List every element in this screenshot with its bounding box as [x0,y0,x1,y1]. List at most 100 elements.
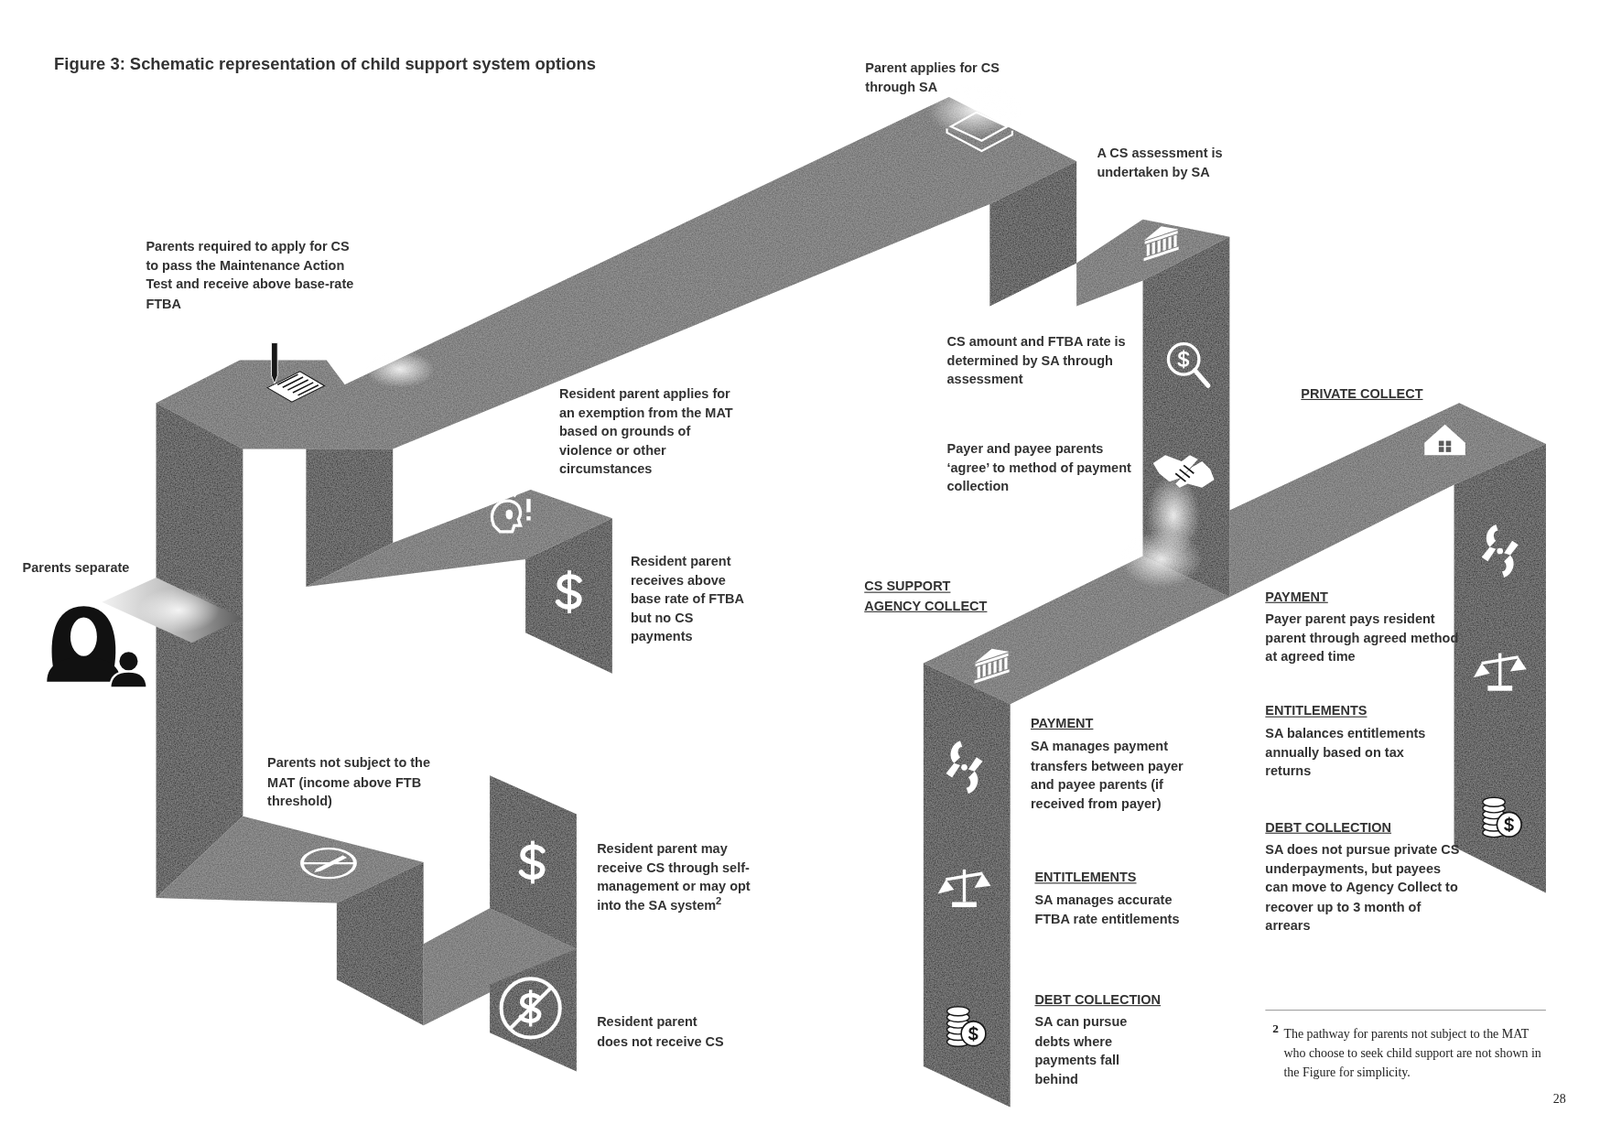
coin [1496,548,1503,555]
base [974,669,1010,684]
dollar-bar [1182,349,1185,368]
ribbon-wall [923,663,1011,1108]
coins-icon [947,1006,986,1047]
label-box: PRIVATE COLLECT [1300,384,1423,404]
label-text: Parent applies for CS through SA [864,60,1000,95]
handle [1194,370,1208,387]
coins-icon [1482,797,1522,837]
line [298,385,319,396]
lintel [975,652,1009,667]
magnifier-icon [1167,344,1208,387]
beam [945,873,983,880]
label-box: CS SUPPORT AGENCY COLLECT [864,577,1001,616]
coin [1482,797,1506,807]
window [1446,441,1452,447]
section-heading: CS SUPPORT AGENCY COLLECT [864,578,987,613]
column [1152,241,1156,255]
child-head [118,650,139,671]
label-text: Resident parent applies for an exemption… [559,385,734,476]
label-box: PAYMENT [1264,587,1328,607]
label-text: Resident parent receives above base rate… [630,552,744,644]
column [993,660,996,674]
pan [938,879,955,895]
ribbon-wall [489,949,577,1072]
scales-icon [938,869,992,908]
label-box: SA manages payment transfers between pay… [1030,737,1202,813]
face [505,509,513,520]
footnote-marker: 2 [715,895,722,907]
window [1438,446,1445,453]
label-text: Parents required to apply for CS to pass… [145,238,354,312]
payment-icon [945,740,983,794]
label-box: SA manages accurate FTBA rate entitlemen… [1034,890,1203,929]
section-heading: DEBT COLLECTION [1264,819,1392,835]
hand [966,771,979,795]
post [1498,652,1502,686]
label-box: ENTITLEMENTS [1264,702,1367,722]
no-dollar-icon [501,978,561,1038]
pen [313,855,347,873]
ribbon-wall [989,161,1077,306]
dollar-bar [530,841,535,885]
line [287,379,308,390]
arm [1503,540,1519,556]
label-text: A CS assessment is undertaken by SA [1096,144,1222,179]
label-box: Resident parent applies for an exemption… [559,384,736,479]
dollar-icon [520,841,542,885]
post [962,869,966,903]
label-text: CS amount and FTBA rate is determined by… [947,334,1126,388]
base [1144,247,1179,262]
label-box: Parents required to apply for CS to pass… [145,237,356,314]
payment-icon [1481,524,1519,578]
hand [951,740,963,764]
label-box: DEBT COLLECTION [1034,990,1161,1010]
dollar-bar [567,570,572,614]
ring [501,978,561,1038]
label-box: Parents separate [22,559,130,579]
beam [1481,657,1519,664]
spikes [501,490,518,498]
label-box: A CS assessment is undertaken by SA [1096,143,1250,182]
light-glow [927,83,1022,137]
label-box: SA does not pursue private CS underpayme… [1264,841,1461,936]
label-text: SA does not pursue private CS underpayme… [1264,842,1460,933]
distress-icon [492,490,531,532]
screen [951,112,1007,141]
hand [1502,554,1514,578]
coin [947,1006,971,1017]
section-heading: PRIVATE COLLECT [1300,385,1423,401]
dollar-icon [1504,816,1513,833]
scales-icon [1473,652,1527,691]
section-heading: PAYMENT [1264,588,1328,605]
slash [509,987,552,1029]
label-box: 28 [1553,1090,1567,1110]
section-heading: ENTITLEMENTS [1264,702,1367,719]
section-heading: DEBT COLLECTION [1034,992,1161,1008]
hand [1486,524,1499,548]
parents-icon [46,605,147,688]
label-box: Payer and payee parents ‘agree’ to metho… [947,439,1136,497]
arm [968,756,984,772]
label-text: Parents not subject to the MAT (income a… [267,755,431,809]
exclaim-dot [526,516,530,520]
laptop-icon [947,112,1013,152]
column [998,659,1002,672]
label-box: SA balances entitlements annually based … [1264,724,1449,782]
ribbon-group [101,97,1546,1108]
dollar-bar [1508,816,1510,833]
label-text: Payer and payee parents ‘agree’ to metho… [947,441,1132,495]
label-text: SA can pursue debts where payments fall … [1034,1014,1127,1087]
label-text: Payer parent pays resident parent throug… [1264,611,1459,665]
base [951,901,977,908]
label-text: Parents separate [22,560,130,576]
label-box: ENTITLEMENTS [1034,868,1136,888]
line [292,382,314,393]
no-pen-icon [302,848,356,878]
label-box: Parent applies for CS through SA [864,59,1018,98]
label-box: CS amount and FTBA rate is determined by… [947,332,1136,390]
label-text: Resident parent does not receive CS [596,1014,725,1049]
hand [1175,461,1214,488]
house-icon [1424,424,1466,455]
column [1004,657,1007,671]
